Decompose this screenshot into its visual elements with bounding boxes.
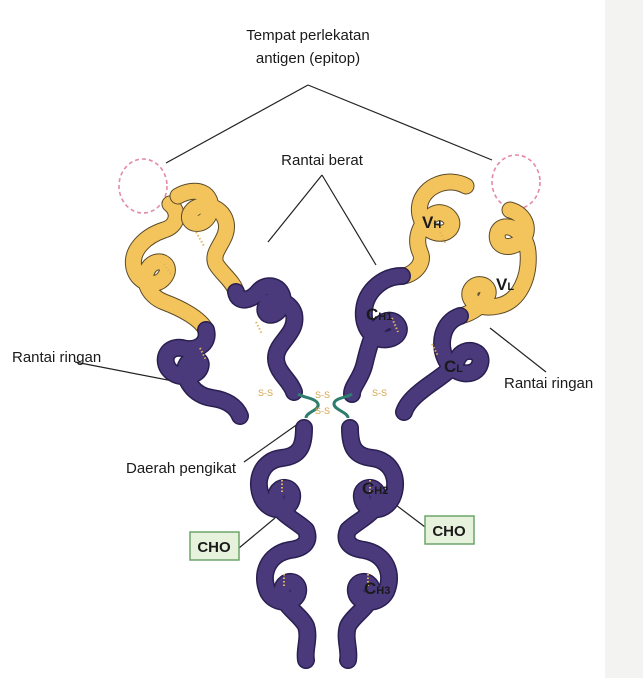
light-chain-label-left: Rantai ringan: [12, 349, 101, 366]
epitope-circle-right: [492, 155, 540, 209]
epitope-label-line2: antigen (epitop): [256, 50, 360, 67]
hinge-region-label: Daerah pengikat: [126, 460, 237, 477]
disulfide-left-arm: S-S: [258, 388, 273, 398]
domain-label-vl: VL: [496, 275, 514, 294]
disulfide-hinge-bottom: S-S: [315, 406, 330, 416]
disulfide-right-arm: S-S: [372, 388, 387, 398]
heavy-chain-label: Rantai berat: [281, 152, 364, 169]
epitope-circle-left: [119, 159, 167, 213]
cho-label-right: CHO: [432, 523, 466, 540]
heavy-chain-left-fc: [259, 428, 308, 660]
epitope-label-line1: Tempat perlekatan: [246, 27, 369, 44]
disulfide-bonds: S-S S-S S-S S-S: [258, 388, 387, 416]
cho-box-right: CHO: [425, 516, 474, 544]
heavy-chain-right-fc: [347, 428, 396, 660]
light-chain-label-right: Rantai ringan: [504, 375, 593, 392]
page-edge: [605, 0, 643, 678]
disulfide-hinge-top: S-S: [315, 390, 330, 400]
domain-label-ch1: CH1: [366, 305, 392, 324]
cho-box-left: CHO: [190, 532, 239, 560]
cho-label-left: CHO: [197, 539, 231, 556]
